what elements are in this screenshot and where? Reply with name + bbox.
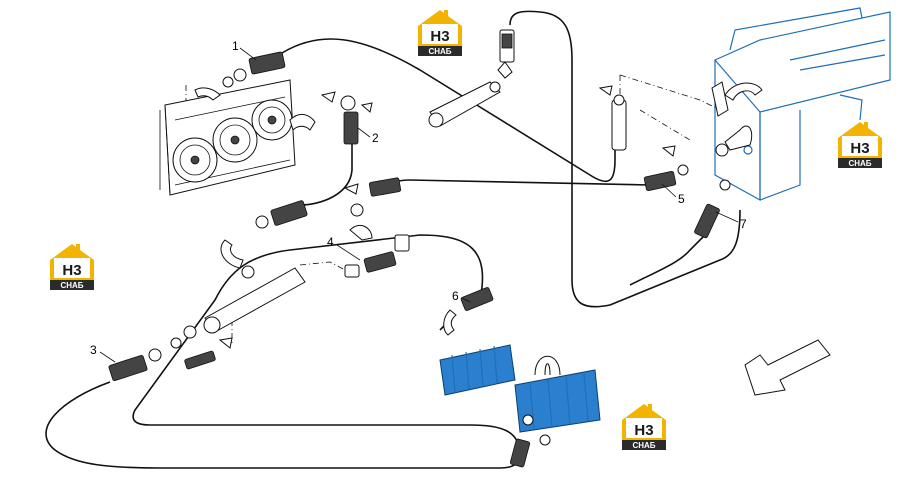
hose-lines: [45, 10, 741, 469]
watermark-main-text: H3: [850, 140, 869, 157]
control-valves: [439, 344, 601, 446]
watermark-main-text: H3: [62, 262, 81, 279]
watermark-sub-text: СНАБ: [428, 47, 451, 56]
callout-6: 6: [452, 289, 471, 303]
watermark-main-text: H3: [634, 422, 653, 439]
watermark-logo-bottom: H3 СНАБ: [622, 404, 666, 450]
fittings: [108, 29, 763, 468]
callout-1: 1: [232, 39, 257, 61]
callout-label-4: 4: [327, 235, 334, 249]
watermark-sub-text: СНАБ: [60, 281, 83, 290]
watermark-main-text: H3: [430, 28, 449, 45]
oil-cooler: [159, 79, 316, 196]
callout-2: 2: [357, 127, 379, 145]
watermark-sub-text: СНАБ: [632, 441, 655, 450]
callout-label-6: 6: [452, 289, 459, 303]
equipment-housing: [714, 7, 891, 202]
callout-7: 7: [715, 211, 747, 231]
callout-label-3: 3: [90, 343, 97, 357]
watermark-sub-text: СНАБ: [848, 159, 871, 168]
callout-5: 5: [661, 183, 685, 206]
watermark-logo-top: H3 СНАБ: [418, 10, 462, 56]
callout-4: 4: [327, 235, 361, 261]
callout-label-2: 2: [372, 131, 379, 145]
watermark-logo-left: H3 СНАБ: [50, 244, 94, 290]
callout-label-1: 1: [232, 39, 239, 53]
callout-3: 3: [90, 343, 116, 363]
watermark-logo-right: H3 СНАБ: [838, 122, 882, 168]
callout-label-7: 7: [740, 217, 747, 231]
callout-label-5: 5: [678, 192, 685, 206]
direction-arrow: [744, 339, 831, 396]
